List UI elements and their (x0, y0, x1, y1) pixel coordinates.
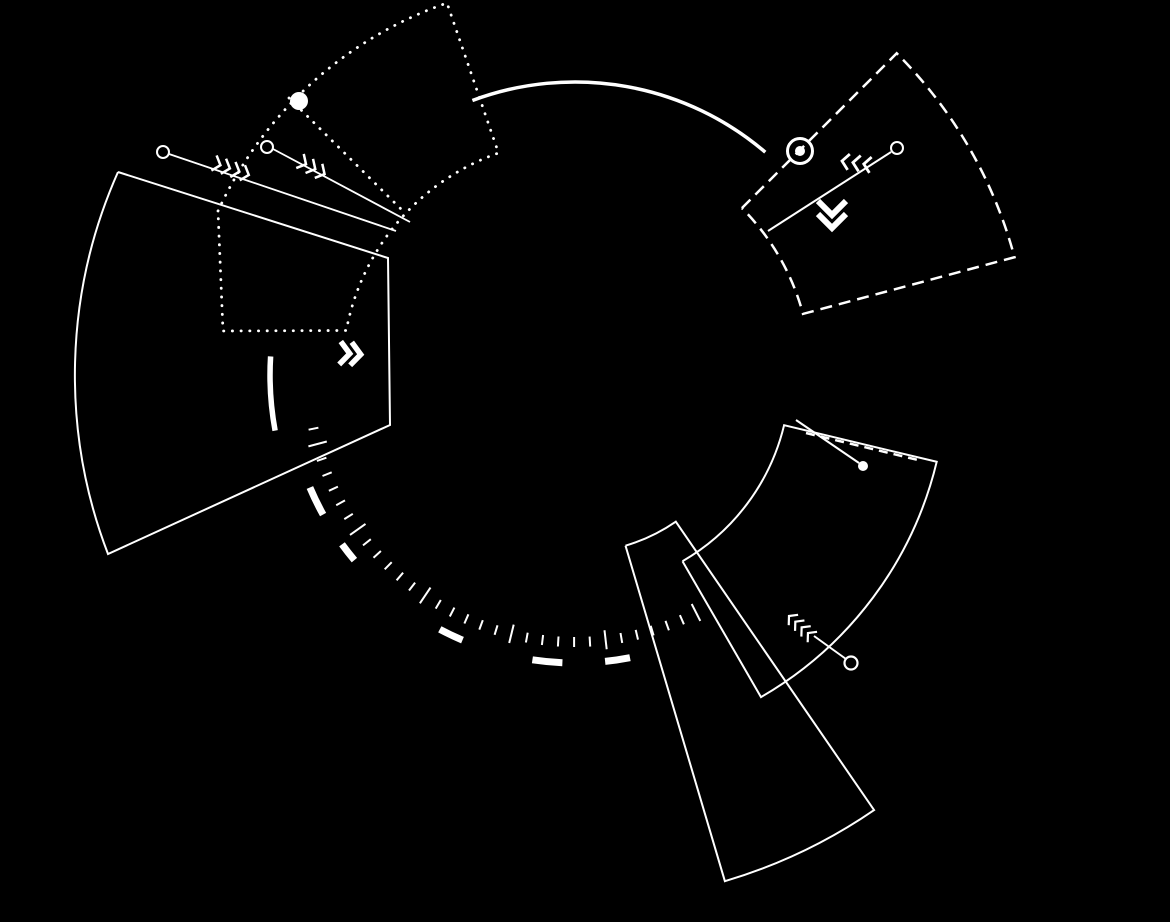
top-fan-dot (290, 92, 308, 110)
left-leader-circle-2 (260, 140, 274, 154)
left-leader-circle-1 (156, 145, 170, 159)
left-fan (73, 171, 392, 556)
left-chevrons-inner (295, 153, 326, 180)
overlay-dashed-line (805, 431, 919, 462)
top-dotted-fan-radial (287, 96, 408, 216)
target-ring (786, 137, 814, 165)
right-dashed-fan (741, 51, 1017, 316)
target-dot (795, 146, 805, 156)
main-arc (471, 80, 767, 154)
right-chevrons (840, 152, 873, 174)
bottom-chevrons (787, 613, 818, 643)
left-chevrons-outer (210, 154, 251, 182)
bottom-leader-line (813, 635, 847, 660)
left-leader-line-2 (272, 148, 411, 223)
left-leader-line-1 (168, 153, 397, 232)
progress-arc-left (267, 356, 278, 432)
bottom-fan-large (624, 520, 876, 883)
tick-ring (308, 426, 702, 650)
right-leader-circle (890, 141, 904, 155)
bottom-fan-overlay (681, 423, 938, 699)
overlay-leader-dot (858, 461, 868, 471)
bottom-leader-circle (843, 655, 859, 671)
overlay-leader-line (795, 419, 860, 464)
right-leader-line (767, 151, 892, 232)
double-chevron-down (815, 198, 849, 233)
progress-blocks (306, 486, 631, 667)
top-dotted-fan (216, 1, 501, 333)
bold-double-chevron-right (337, 339, 365, 368)
